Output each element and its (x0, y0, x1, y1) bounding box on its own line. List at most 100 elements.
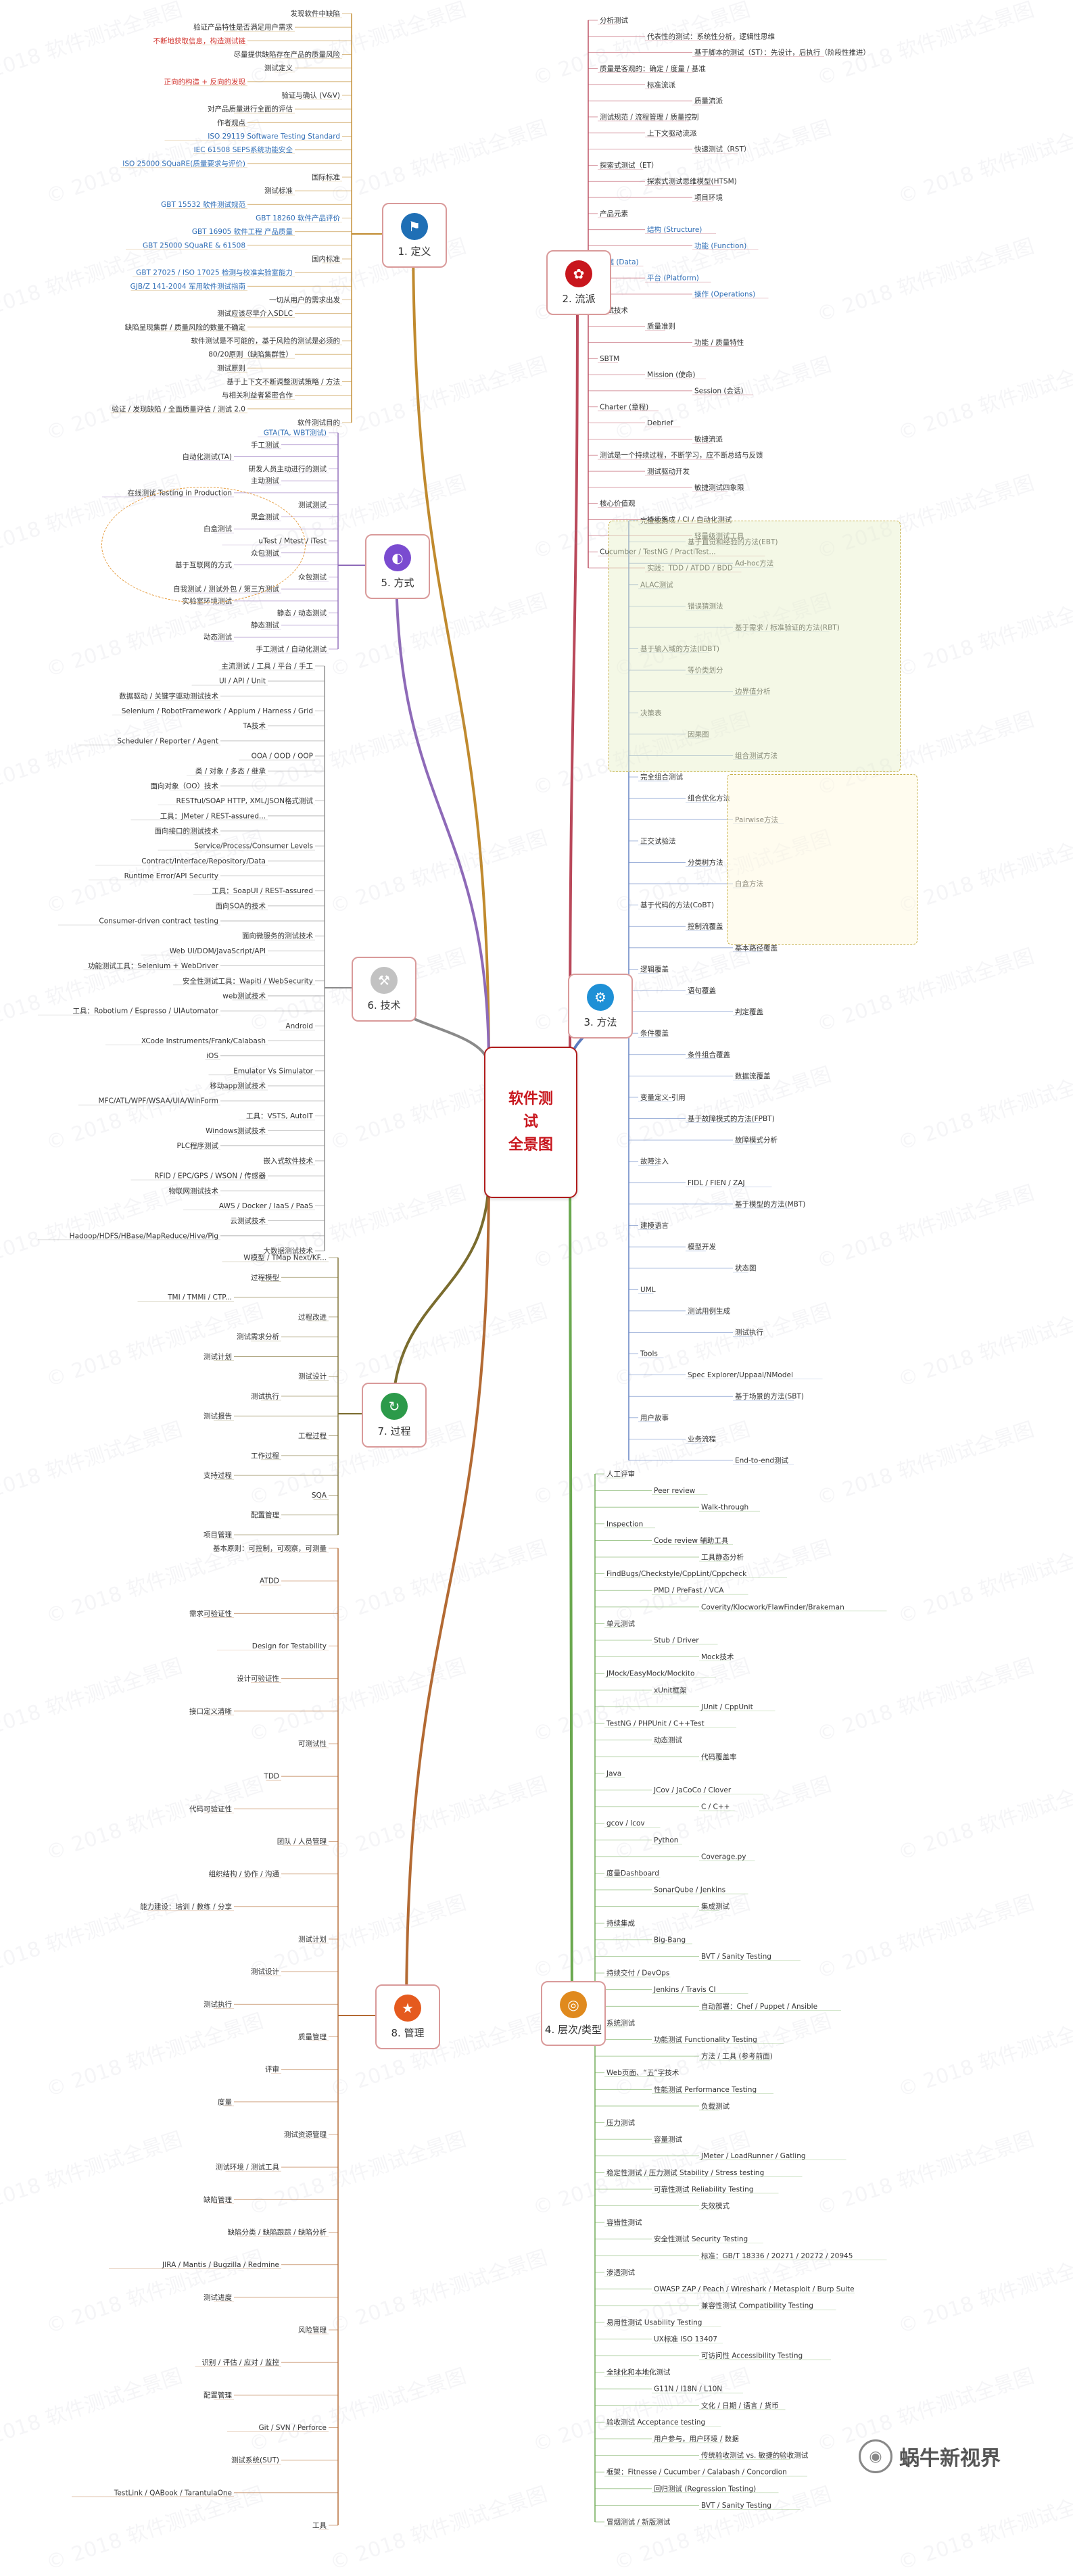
mindmap-node: 基于直觉和经验的方法(EBT) (688, 538, 778, 546)
mindmap-node: 质量准则 (647, 322, 675, 331)
mindmap-node: JMeter / LoadRunner / Gatling (700, 2152, 806, 2160)
mindmap-node: 方法 / 工具 (参考前面) (701, 2052, 773, 2061)
mindmap-node: 基于输入域的方法(IDBT) (640, 644, 719, 653)
mindmap-node: UX标准 ISO 13407 (654, 2335, 717, 2343)
mindmap-node: 动态测试 (654, 1736, 682, 1744)
mindmap-node: 压力测试 (606, 2118, 635, 2127)
mindmap-node: 测试应该尽早介入SDLC (217, 309, 293, 318)
mindmap-node: 基于脚本的测试（ST）：先设计，后执行（阶段性推进） (694, 48, 870, 57)
mindmap-node: Emulator Vs Simulator (233, 1067, 313, 1075)
mindmap-node: 持续集成 (606, 1919, 635, 1928)
mindmap-node: 测试定义 (264, 64, 293, 72)
mindmap-node: 测试系统(SUT) (231, 2456, 279, 2464)
mindmap-node: Runtime Error/API Security (124, 872, 218, 880)
branch-connector-level (569, 1174, 573, 2013)
mindmap-node: Spec Explorer/Uppaal/NModel (688, 1371, 793, 1379)
mindmap-node: End-to-end测试 (735, 1456, 789, 1465)
mindmap-node: 工作过程 (251, 1451, 279, 1460)
mindmap-node: RESTful/SOAP HTTP, XML/JSON格式测试 (176, 796, 314, 805)
mindmap-node: 组合测试方法 (735, 751, 778, 760)
mindmap-node: 基本原则：可控制，可观察，可测量 (213, 1544, 327, 1553)
branch-connector-mode (395, 564, 490, 1068)
mindmap-node: 缺陷管理 (204, 2195, 232, 2204)
mindmap-node: Code review 辅助工具 (654, 1536, 729, 1545)
mindmap-node: UML (640, 1286, 656, 1294)
mindmap-node: SonarQube / Jenkins (654, 1886, 725, 1894)
mindmap-node: 基于需求 / 标准验证的方法(RBT) (735, 623, 840, 631)
mindmap-node: 错误猜测法 (688, 602, 723, 611)
branch-node-define: ⚑ 1. 定义 (382, 203, 447, 268)
mindmap-node: 功能 (Function) (694, 241, 746, 250)
mindmap-node: 测试用例生成 (688, 1306, 730, 1315)
mindmap-node: GBT 25000 SQuaRE & 61508 (143, 241, 245, 249)
mindmap-node: 基于故障模式的方法(FPBT) (688, 1114, 775, 1123)
mindmap-node: 移动app测试技术 (210, 1082, 266, 1091)
mindmap-node: 缺陷呈现集群 / 质量风险的数量不确定 (125, 323, 246, 331)
branch-node-mode: ◐5. 方式 (365, 534, 430, 599)
mindmap-node: 白盒方法 (735, 880, 763, 888)
mindmap-node: 数据流覆盖 (735, 1072, 771, 1080)
mindmap-node: 国内标准 (312, 255, 340, 264)
mindmap-node: Debrief (647, 419, 673, 427)
mindmap-node: 质量管理 (298, 2032, 327, 2041)
mindmap-node: 度量 (218, 2097, 232, 2106)
mindmap-node: 缺陷分类 / 缺陷跟踪 / 缺陷分析 (228, 2228, 327, 2237)
mindmap-node: 人工评审 (606, 1470, 635, 1479)
mindmap-node: 测试计划 (298, 1935, 327, 1944)
mindmap-node: 研发人员主动进行的测试 (249, 464, 327, 473)
mindmap-node: 可访问性 Accessibility Testing (701, 2351, 803, 2360)
mindmap-node: Consumer-driven contract testing (99, 917, 218, 926)
branch-label: 2. 流派 (562, 292, 596, 305)
mindmap-node: Scheduler / Reporter / Agent (117, 737, 218, 745)
mindmap-node: 对产品质量进行全面的评估 (208, 105, 293, 114)
mindmap-node: 接口定义清晰 (189, 1707, 232, 1715)
mindmap-node: 测试是一个持续过程，不断学习，应不断总结与反馈 (600, 451, 763, 460)
mindmap-node: 工具：SoapUI / REST-assured (212, 887, 313, 895)
mindmap-node: 面向SOA的技术 (216, 901, 266, 910)
mindmap-node: 传统验收测试 vs. 敏捷的验收测试 (701, 2451, 809, 2460)
mindmap-node: 测试标准 (264, 187, 293, 195)
mindmap-node: 容量测试 (654, 2135, 682, 2144)
mindmap-node: 分析测试 (600, 16, 628, 25)
branch-node-level: ◎4. 层次/类型 (541, 1981, 606, 2046)
mindmap-node: 状态图 (735, 1264, 757, 1272)
mindmap-node: Session (会话) (694, 386, 744, 395)
mindmap-node: 完全组合测试 (640, 773, 683, 782)
mindmap-node: 持续集成 / CI / 自动化测试 (647, 515, 732, 524)
mindmap-node: 正交试验法 (640, 836, 676, 845)
mindmap-node: 验证产品特性是否满足用户需求 (193, 23, 293, 32)
mindmap-node: Web UI/DOM/JavaScript/API (170, 947, 266, 955)
branch-label: 7. 过程 (377, 1425, 411, 1437)
mindmap-node: 功能测试工具：Selenium + WebDriver (88, 961, 219, 970)
mindmap-node: GBT 18260 软件产品评价 (256, 214, 340, 222)
mindmap-node: 过程模型 (251, 1273, 279, 1282)
mindmap-node: Coverage.py (701, 1853, 746, 1861)
mindmap-node: Mission (使命) (647, 371, 695, 379)
mindmap-node: XCode Instruments/Frank/Calabash (141, 1037, 266, 1045)
mindmap-node: TestNG / PHPUnit / C++Test (606, 1720, 705, 1728)
mindmap-node: 分类树方法 (688, 858, 723, 867)
mindmap-node: 测试设计 (251, 1967, 279, 1976)
mindmap-node: 手工测试 (251, 440, 279, 449)
mindmap-node: 基本路径覆盖 (735, 943, 778, 952)
school-icon: ✿ (565, 260, 592, 287)
mindmap-node: 因果图 (688, 730, 709, 738)
mindmap-node: 测试规范 / 流程管理 / 质量控制 (600, 112, 698, 121)
mindmap-node: 业务流程 (688, 1435, 716, 1444)
branch-node-mgmt: ★8. 管理 (375, 1984, 440, 2049)
branch-label: 6. 技术 (367, 999, 401, 1011)
brand-name: 蜗牛新视界 (899, 2447, 1001, 2471)
mindmap-node: 度量Dashboard (606, 1869, 659, 1878)
mindmap-node: 判定覆盖 (735, 1007, 763, 1016)
branch-connector-mgmt (405, 1174, 490, 2017)
branch-label: 5. 方式 (381, 576, 414, 589)
mindmap-node: 代表性的测试：系统性分析，逻辑性思维 (647, 32, 775, 41)
mindmap-node: GBT 16905 软件工程 产品质量 (192, 227, 293, 236)
branch-label: 1. 定义 (398, 245, 431, 258)
branch-node-tech: ⚒6. 技术 (352, 957, 416, 1022)
mindmap-node: Android (285, 1022, 313, 1030)
definition-icon: ⚑ (401, 212, 428, 240)
mindmap-node: Selenium / RobotFramework / Appium / Har… (122, 707, 313, 715)
mindmap-node: 验证与确认 (V&V) (281, 91, 340, 100)
